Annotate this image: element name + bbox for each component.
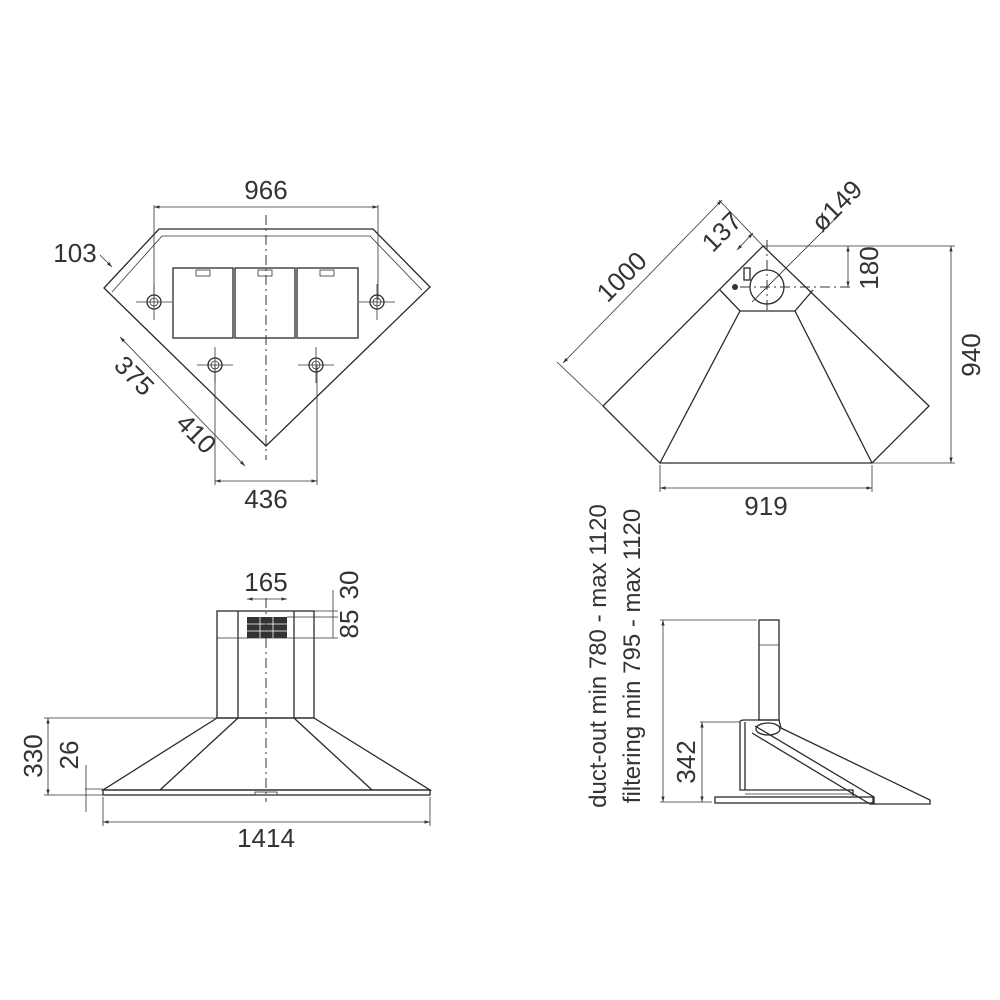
dim-1414: 1414 xyxy=(237,823,295,853)
dim-919: 919 xyxy=(744,491,787,521)
grease-filter-3 xyxy=(296,267,359,339)
side-view: 342 duct-out min 780 - max 1120 filterin… xyxy=(585,504,931,808)
grease-filter-2 xyxy=(234,267,296,339)
dim-137: 137 xyxy=(696,206,748,258)
hood-profile xyxy=(739,719,931,805)
dim-330: 330 xyxy=(18,734,48,777)
dim-180: 180 xyxy=(854,246,884,289)
front-view: 165 30 85 330 26 1414 xyxy=(18,567,433,853)
filter-handle-icon xyxy=(319,269,335,277)
dim-375: 375 xyxy=(108,350,160,402)
dim-342: 342 xyxy=(671,740,701,783)
dim-26: 26 xyxy=(54,741,84,770)
filtering-height-note: filtering min 795 - max 1120 xyxy=(619,509,646,803)
dim-85: 85 xyxy=(334,610,364,639)
plan-view-top: 940 180 919 1000 137 ø149 xyxy=(556,174,986,521)
dim-149: ø149 xyxy=(805,174,868,237)
dim-940: 940 xyxy=(956,333,986,376)
dim-1000: 1000 xyxy=(591,246,653,308)
dim-436: 436 xyxy=(244,484,287,514)
dim-30: 30 xyxy=(334,571,364,600)
motor-box-icon xyxy=(743,267,751,281)
hood-outline xyxy=(602,245,930,464)
hood-outline xyxy=(103,228,431,447)
dim-410: 410 xyxy=(170,408,222,460)
filter-handle-icon xyxy=(195,269,211,277)
dim-966: 966 xyxy=(244,175,287,205)
plan-view-bottom: 966 436 103 375 410 xyxy=(53,175,431,514)
grease-filter-1 xyxy=(172,267,234,339)
cable-point-icon xyxy=(732,284,738,290)
chimney xyxy=(758,619,780,721)
dim-165: 165 xyxy=(244,567,287,597)
duct-out-height-note: duct-out min 780 - max 1120 xyxy=(585,504,612,808)
vent-grille xyxy=(247,617,287,638)
dim-103: 103 xyxy=(53,238,96,268)
filter-handle-icon xyxy=(257,269,273,277)
